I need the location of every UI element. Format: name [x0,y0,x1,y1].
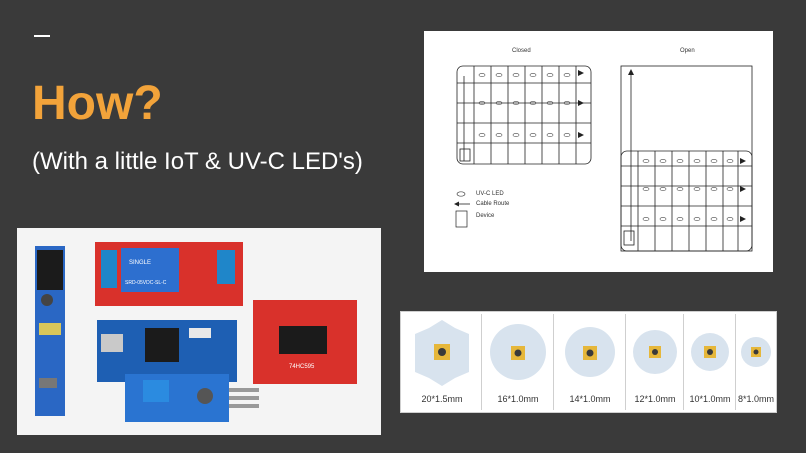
led-caption: 14*1.0mm [569,394,611,404]
electronics-drawing: SINGLE SRD-05VDC-SL-C 74HC595 [35,242,357,422]
arrow-left-icon [454,201,470,207]
legend-led-label: UV-C LED [476,191,504,197]
closed-cable-arrows [578,70,584,138]
legend-cable-label: Cable Route [476,201,510,207]
led-caption: 20*1.5mm [421,394,463,404]
led-round-icon [691,333,729,371]
led-round-icon [741,337,771,367]
diagram-drawing [454,65,753,252]
led-caption: 8*1.0mm [737,394,774,404]
led-caption: 12*1.0mm [634,394,676,404]
led-round-icon [490,324,546,380]
legend-device-label: Device [476,213,495,219]
led-oval-icon [456,191,466,197]
slide-title: How? [32,77,163,130]
slide-subtitle: (With a little IoT & UV-C LED's) [32,148,363,175]
led-star-icon [415,320,469,386]
closed-led-ovals [478,73,571,137]
cable-route-diagram: Closed Open UV-C LED Cable Route Device [424,31,773,272]
relay-model-text: SRD-05VDC-SL-C [125,280,167,286]
led-round-icon [633,330,677,374]
electronics-photo: SINGLE SRD-05VDC-SL-C 74HC595 [17,228,381,435]
led-card: 10*1.0mm [685,314,736,410]
closed-label: Closed [512,48,531,54]
shift-register-text: 74HC595 [289,364,315,370]
led-card: 16*1.0mm [483,314,554,410]
led-caption: 10*1.0mm [689,394,731,404]
led-round-icon [565,327,615,377]
open-panel [620,65,753,252]
led-card: 20*1.5mm [403,314,482,410]
led-caption: 16*1.0mm [497,394,539,404]
open-label: Open [680,48,695,54]
led-size-strip: 20*1.5mm 16*1.0mm 14*1.0mm 12*1.0mm [400,311,777,413]
led-card: 12*1.0mm [627,314,684,410]
relay-single-text: SINGLE [129,260,151,266]
open-led-ovals [642,159,734,221]
closed-panel [456,65,592,165]
open-cable-arrows [628,69,746,222]
led-card: 14*1.0mm [555,314,626,410]
led-card: 8*1.0mm [737,314,775,410]
accent-dash [34,35,50,37]
rectangle-icon [455,210,468,228]
